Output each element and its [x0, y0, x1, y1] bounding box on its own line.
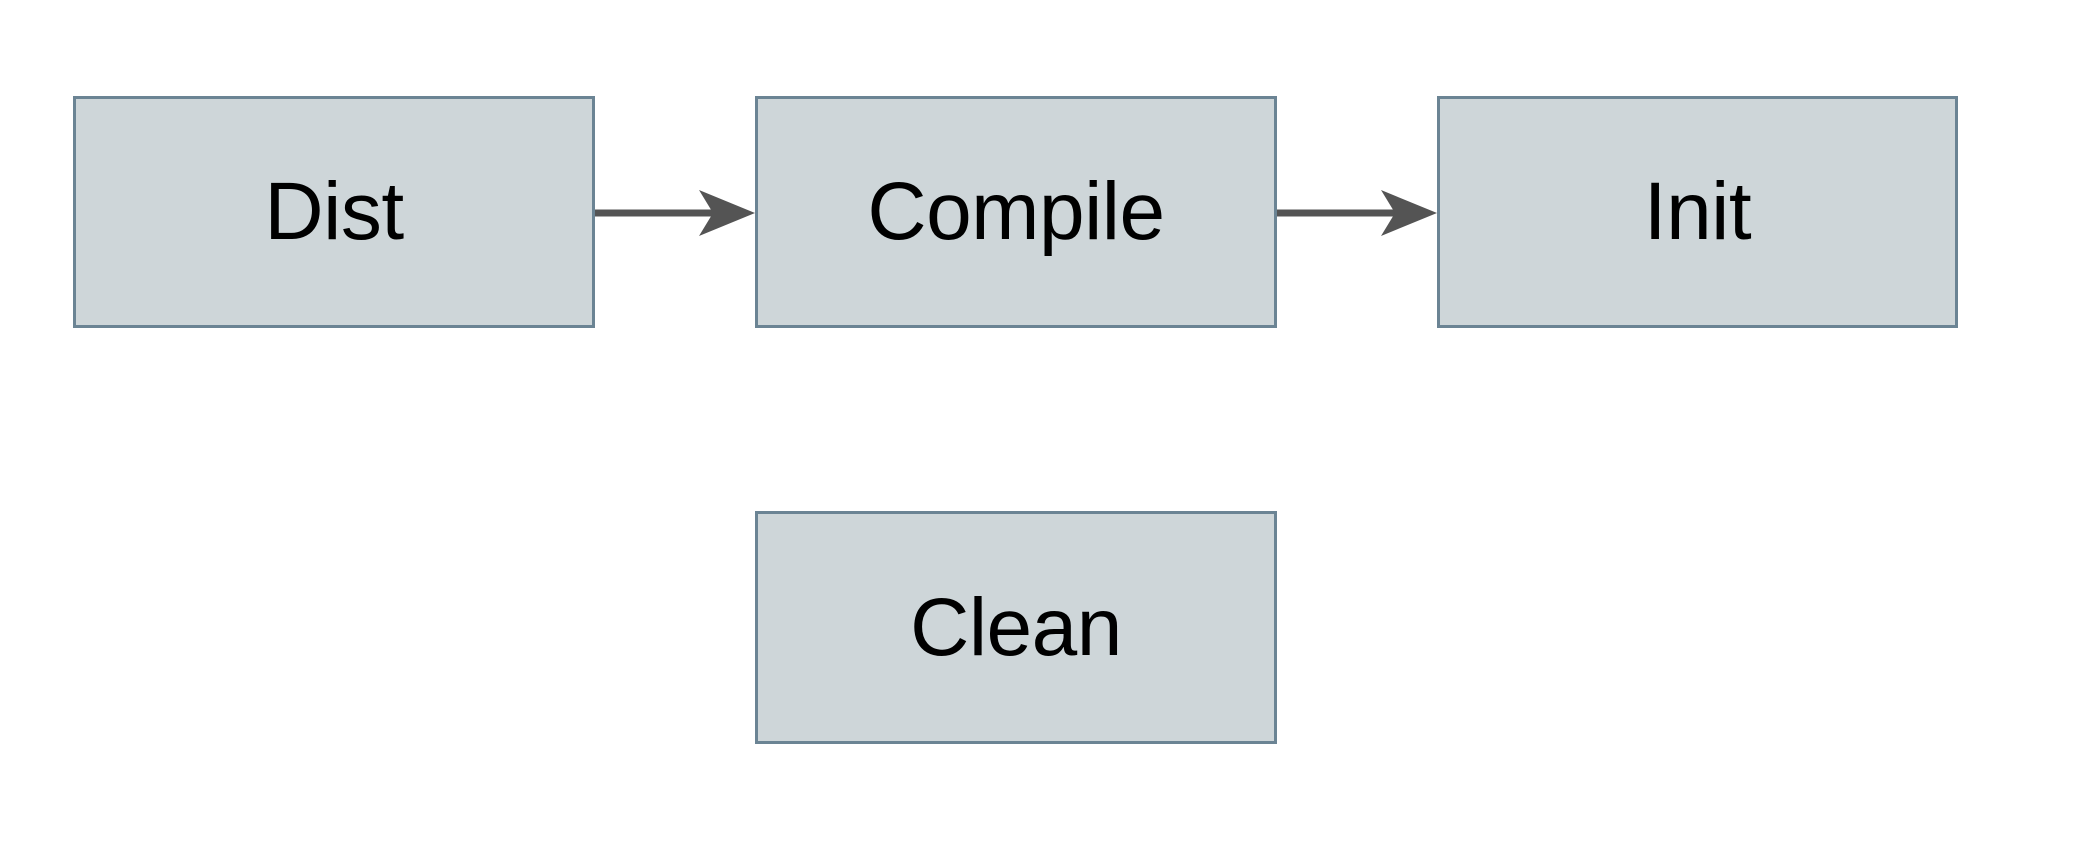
- node-compile[interactable]: Compile: [755, 96, 1277, 328]
- node-clean[interactable]: Clean: [755, 511, 1277, 744]
- node-init[interactable]: Init: [1437, 96, 1958, 328]
- edge-compile-to-init[interactable]: [1277, 190, 1437, 236]
- node-compile-label: Compile: [867, 166, 1165, 257]
- node-dist-label: Dist: [264, 166, 404, 257]
- node-init-label: Init: [1643, 166, 1752, 257]
- node-dist[interactable]: Dist: [73, 96, 595, 328]
- arrow-right-icon: [699, 190, 755, 236]
- arrow-right-icon: [1381, 190, 1437, 236]
- edge-dist-to-compile[interactable]: [595, 190, 755, 236]
- node-clean-label: Clean: [910, 581, 1122, 673]
